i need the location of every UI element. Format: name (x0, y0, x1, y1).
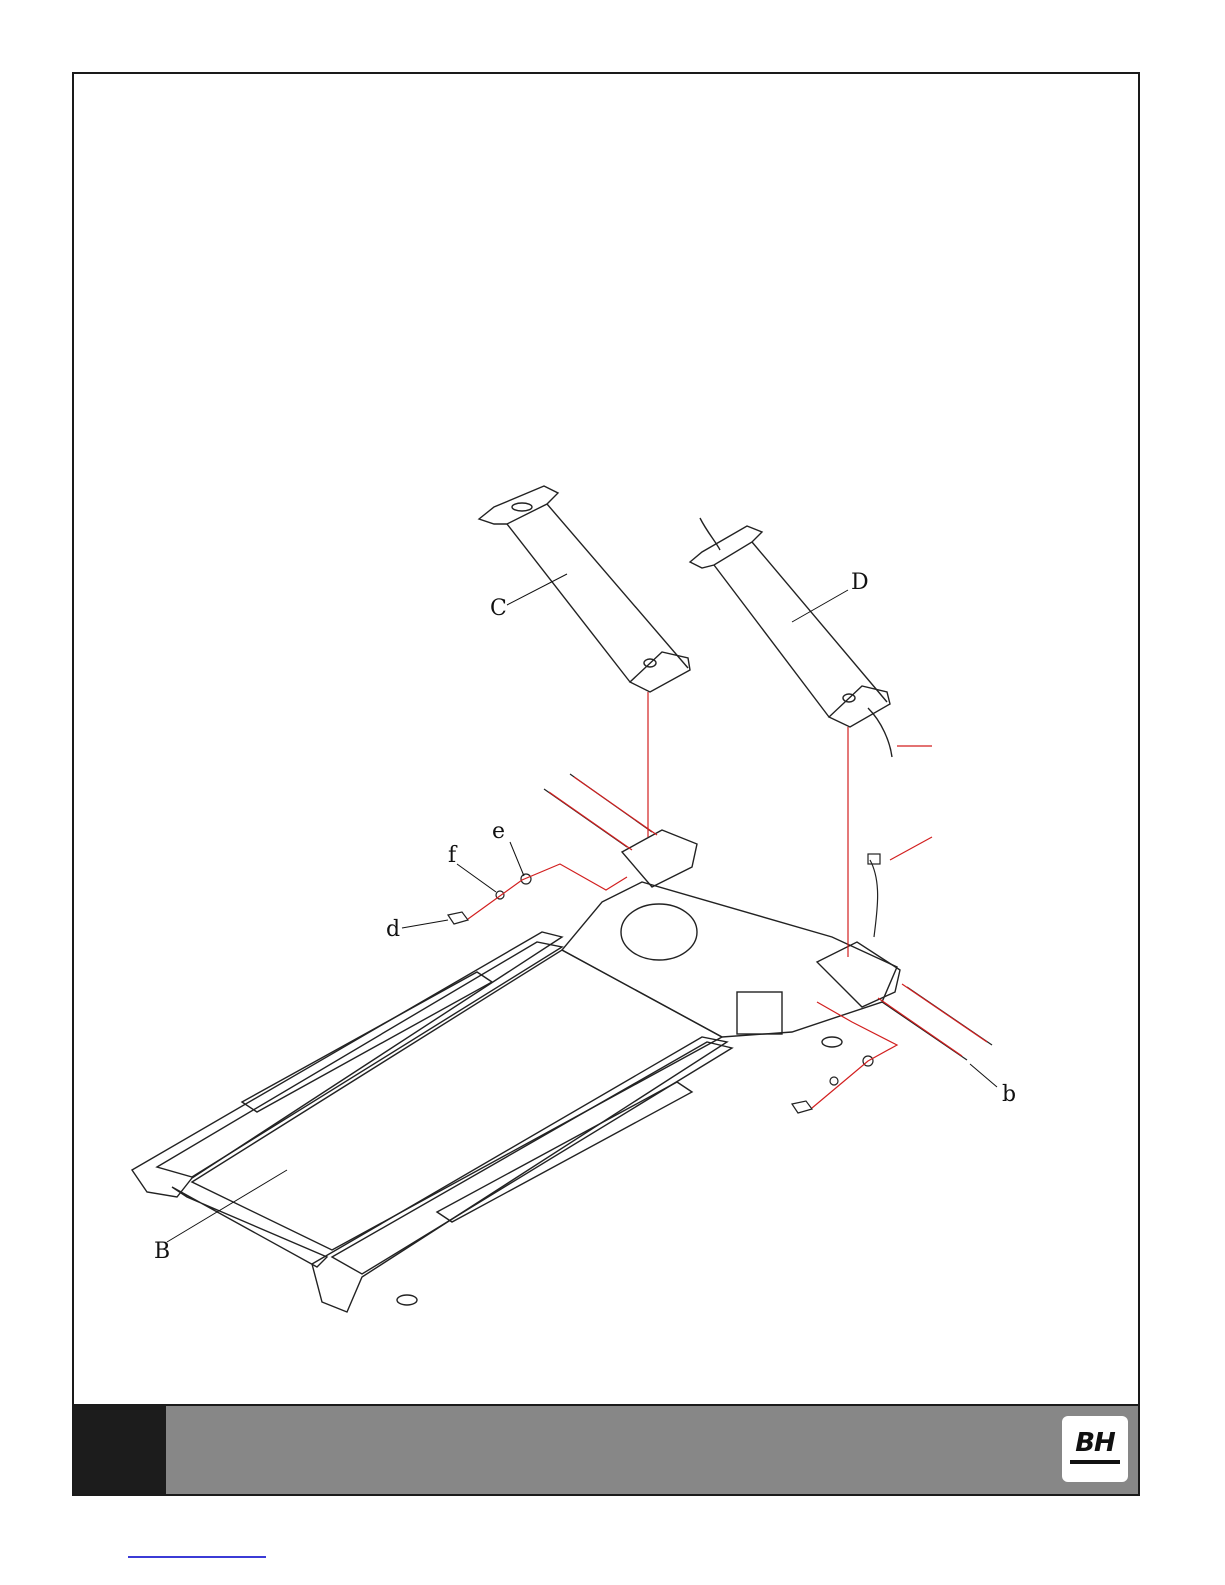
part-d-upright (690, 518, 892, 757)
leader-lines (167, 574, 997, 1242)
hardware-parts (448, 774, 992, 1113)
label-f: f (448, 843, 458, 868)
part-c-upright (479, 486, 690, 692)
label-e: e (492, 819, 505, 844)
treadmill-base (132, 830, 900, 1312)
label-b: b (1002, 1082, 1016, 1107)
assembly-diagram: C D e f d b B (74, 74, 1138, 1404)
bh-logo: BH (1062, 1416, 1128, 1482)
footer-bar: BH (74, 1404, 1138, 1494)
link-underline[interactable] (128, 1556, 266, 1558)
label-c: C (490, 596, 507, 621)
label-d-upper: D (851, 570, 869, 595)
logo-underline (1070, 1460, 1120, 1464)
logo-text: BH (1062, 1428, 1128, 1458)
label-d-lower: d (386, 917, 400, 942)
label-b-upper: B (154, 1239, 170, 1264)
callout-labels: C D e f d b B (154, 570, 1016, 1264)
page-number-block (74, 1406, 166, 1494)
assembly-guide-lines (468, 692, 987, 1108)
page-frame: C D e f d b B BH (72, 72, 1140, 1496)
